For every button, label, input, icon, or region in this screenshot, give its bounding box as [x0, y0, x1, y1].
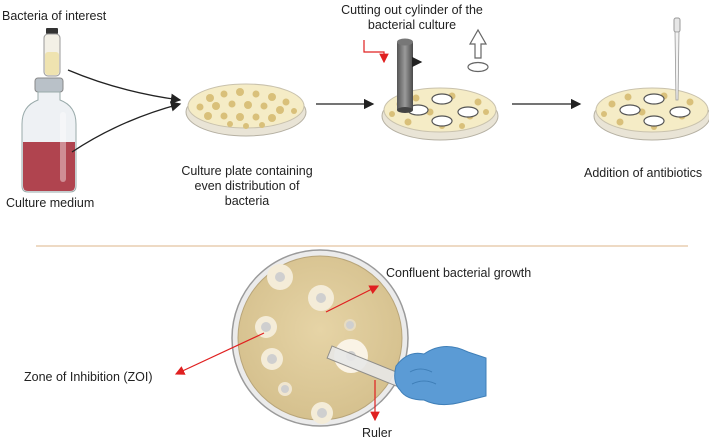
zoi-petri-dish [231, 249, 409, 427]
vial-to-plate-arrow [67, 69, 182, 104]
culture-plate-label-line3: bacteria [224, 194, 270, 208]
up-arrow-icon [467, 28, 489, 73]
culture-plate-label-line2: even distribution of [194, 179, 300, 193]
cylinder-cutter-icon [397, 38, 423, 113]
zoi-label: Zone of Inhibition (ZOI) [24, 370, 153, 384]
confluent-growth-label: Confluent bacterial growth [386, 266, 532, 280]
zoi-pointer-arrow [174, 332, 265, 375]
culture-plate-icon [185, 83, 307, 137]
bacteria-vial-icon [43, 28, 61, 77]
cutting-cylinder-label-line2: bacterial culture [367, 18, 457, 32]
cutting-red-arrow [363, 40, 389, 64]
growth-pointer-arrow [325, 285, 380, 313]
addition-of-antibiotics-label: Addition of antibiotics [584, 166, 703, 180]
culture-plate-label: Culture plate containing even distributi… [166, 164, 328, 209]
culture-medium-bottle-icon [21, 77, 77, 193]
culture-medium-label: Culture medium [6, 196, 95, 210]
ruler-label: Ruler [362, 426, 392, 440]
cutting-cylinder-label: Cutting out cylinder of the bacterial cu… [334, 3, 490, 33]
gloved-hand-icon [394, 346, 487, 406]
culture-plate-label-line1: Culture plate containing [181, 164, 313, 178]
pipette-icon [673, 17, 681, 101]
cutting-cylinder-label-line1: Cutting out cylinder of the [341, 3, 483, 17]
bacteria-of-interest-label: Bacteria of interest [2, 9, 107, 23]
bottle-to-plate-arrow [71, 101, 182, 153]
antibiotics-plate-icon [593, 87, 709, 141]
